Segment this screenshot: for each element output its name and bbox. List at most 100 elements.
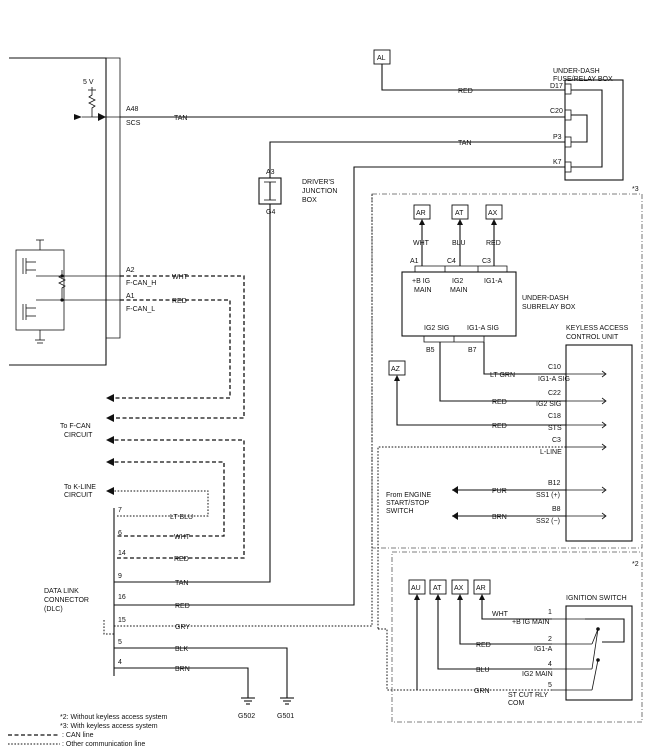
svg-text:AT: AT <box>433 585 442 592</box>
subrelay-pin-c4: C4 <box>447 258 456 265</box>
ground-label-g502: G502 <box>238 713 255 720</box>
tag-ax: AX <box>485 204 503 220</box>
wire-label-red-fcan: RED <box>172 298 187 305</box>
dlc-pin-16: 16 <box>118 594 126 601</box>
wire-al-red <box>381 64 565 91</box>
dlc-pin-9: 9 <box>118 573 122 580</box>
ecu-pin-a1: A1 <box>126 293 135 300</box>
legend: *2: Without keyless access system *3: Wi… <box>8 714 168 748</box>
wire-label-wht-ar: WHT <box>413 240 430 247</box>
ignition-term-stcut-1: ST CUT RLY <box>508 692 548 699</box>
subrelay-title-1: UNDER-DASH <box>522 295 569 302</box>
fuse-pin-k7: K7 <box>553 159 562 166</box>
keyless-pin-c18: C18 <box>548 413 561 420</box>
wire-label-red-top: RED <box>458 88 473 95</box>
wire-ig-p2-red <box>459 600 552 645</box>
kline-circuit-label-1: To K-LINE <box>64 484 96 491</box>
arrow-left-icon <box>452 512 458 520</box>
wire-ig-p1-wht <box>481 600 552 620</box>
fuse-pin-p3: P3 <box>553 134 562 141</box>
legend-other: : Other communication line <box>62 741 145 748</box>
dlc-label-1: DATA LINK <box>44 588 79 595</box>
ignition-pin-1: 1 <box>548 609 552 616</box>
wire-label-ltblu-7: LT BLU <box>170 514 193 521</box>
tag-at-2: AT <box>429 579 447 595</box>
wire-label-blu-at: BLU <box>452 240 466 247</box>
subrelay-term-ig2main-1: IG2 <box>452 278 463 285</box>
wire-ig-p4-blu <box>437 600 552 670</box>
tag-ax-2: AX <box>451 579 469 595</box>
wire-lline-gry <box>377 446 566 629</box>
dlc-pin-4: 4 <box>118 659 122 666</box>
tag-al: AL <box>373 49 391 65</box>
arrow-left-icon <box>106 436 114 444</box>
ecu-pin-a48: A48 <box>126 106 139 113</box>
subrelay-title-2: SUBRELAY BOX <box>522 304 576 311</box>
data-link-connector: DATA LINK CONNECTOR (DLC) 7 6 14 9 16 15… <box>44 507 126 676</box>
keyless-term-ig1asig: IG1-A SIG <box>538 376 570 383</box>
arrow-left-icon <box>106 458 114 466</box>
wire-label-tan-p3: TAN <box>458 140 471 147</box>
dlc-pin-6: 6 <box>118 530 122 537</box>
wire-c22-red <box>439 342 566 402</box>
wire-dlc-4-brn <box>114 667 249 698</box>
dlc-pin-5: 5 <box>118 639 122 646</box>
ecu-pin-fcan-h: F-CAN_H <box>126 280 156 287</box>
svg-text:AT: AT <box>455 210 464 217</box>
wire-dlc-5-blk <box>114 647 288 698</box>
wire-label-wht-6: WHT <box>174 534 191 541</box>
junction-title-1: DRIVER'S <box>302 179 335 186</box>
input-arrow-icon <box>74 114 82 120</box>
wire-label-ltgrn: LT GRN <box>490 372 515 379</box>
wire-dlc-15-gry-b <box>378 628 552 691</box>
can-line-fcan-l <box>108 299 231 399</box>
ignition-term-ig1a: IG1-A <box>534 646 553 653</box>
ignition-switch: IGNITION SWITCH 1 +B IG MAIN 2 IG1-A 4 I… <box>508 595 633 707</box>
wire-label-brn-4: BRN <box>175 666 190 673</box>
tag-az: AZ <box>388 360 406 376</box>
keyless-pin-c10: C10 <box>548 364 561 371</box>
keyless-pin-c22: C22 <box>548 390 561 397</box>
wire-label-wht-ig: WHT <box>492 611 509 618</box>
keyless-access-control-unit: KEYLESS ACCESS CONTROL UNIT C10 IG1-A SI… <box>536 325 633 542</box>
keyless-pin-b12: B12 <box>548 480 561 487</box>
dlc-pin-7: 7 <box>118 507 122 514</box>
wire-label-blu-ig: BLU <box>476 667 490 674</box>
wire-label-gry-15: GRY <box>175 624 190 631</box>
junction-title-3: BOX <box>302 197 317 204</box>
wire-c10-ltgrn <box>483 342 566 375</box>
fuse-box-title-2: FUSE/RELAY BOX <box>553 76 613 83</box>
legend-note-3: *3: With keyless access system <box>60 723 158 730</box>
subrelay-term-bigmain-2: MAIN <box>414 287 432 294</box>
can-line-dlc-14 <box>108 439 245 559</box>
ecu-pin-scs: SCS <box>126 120 141 127</box>
arrow-left-icon <box>452 486 458 494</box>
ignition-switch-title: IGNITION SWITCH <box>566 595 627 602</box>
dlc-label-2: CONNECTOR <box>44 597 89 604</box>
wire-dlc-16-red <box>114 166 565 606</box>
ground-g502-icon <box>241 697 255 705</box>
wire-label-wht-fcan: WHT <box>172 274 189 281</box>
kline-dlc-7 <box>108 490 209 517</box>
fuse-pin-d17: D17 <box>550 83 563 90</box>
wire-label-red-c18: RED <box>492 423 507 430</box>
keyless-title-2: CONTROL UNIT <box>566 334 619 341</box>
diode-icon <box>98 113 106 121</box>
ecu-pin-fcan-l: F-CAN_L <box>126 306 155 313</box>
svg-text:AL: AL <box>377 55 386 62</box>
tag-at: AT <box>451 204 469 220</box>
wire-label-pur: PUR <box>492 488 507 495</box>
keyless-term-ig2sig: IG2 SIG <box>536 401 561 408</box>
kline-circuit-label-2: CIRCUIT <box>64 492 93 499</box>
drivers-junction-box: A3 G4 DRIVER'S JUNCTION BOX <box>258 169 337 216</box>
keyless-term-ss2: SS2 (−) <box>536 518 560 525</box>
wire-label-tan-9: TAN <box>175 580 188 587</box>
arrow-left-icon <box>106 414 114 422</box>
wire-label-grn-ig: GRN <box>474 688 490 695</box>
keyless-pin-c3: C3 <box>552 437 561 444</box>
fcan-circuit-label-1: To F-CAN <box>60 423 91 430</box>
legend-note-2: *2: Without keyless access system <box>60 714 168 721</box>
ignition-pin-2: 2 <box>548 636 552 643</box>
subrelay-term-bigmain-1: +B IG <box>412 278 430 285</box>
